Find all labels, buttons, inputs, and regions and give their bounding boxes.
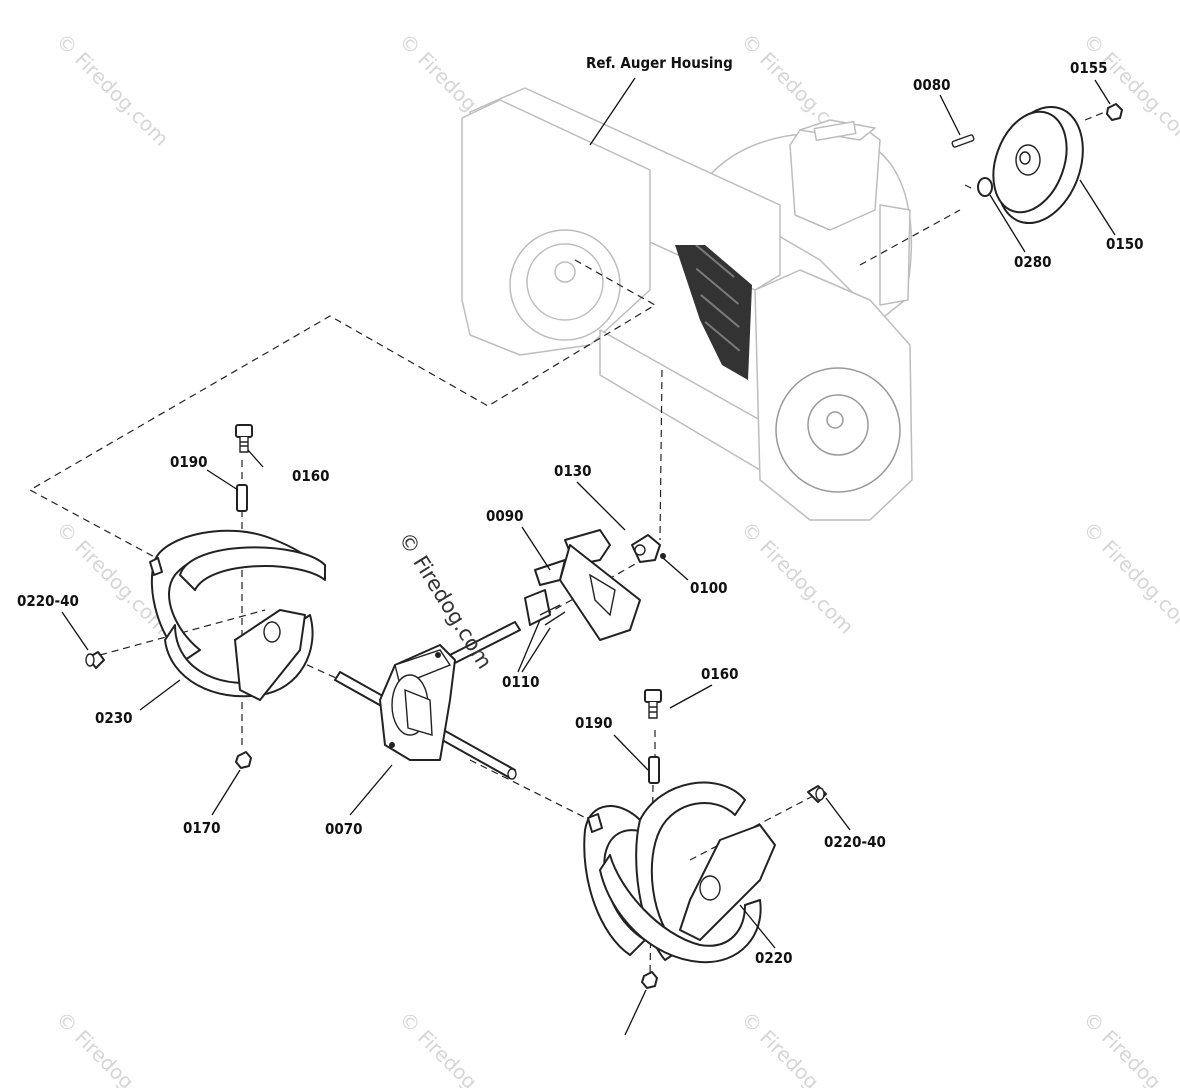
part-label-0160-upper: 0160 bbox=[292, 467, 330, 485]
part-label-0100: 0100 bbox=[690, 579, 728, 597]
hex-nut bbox=[641, 971, 658, 989]
left-auger bbox=[149, 529, 326, 701]
part-label-0155: 0155 bbox=[1070, 59, 1108, 77]
bearing-housing bbox=[524, 529, 666, 641]
part-label-0280: 0280 bbox=[1014, 253, 1052, 271]
hex-nut bbox=[235, 751, 252, 769]
part-label-0220-40-left: 0220-40 bbox=[17, 592, 79, 610]
grease-fitting bbox=[85, 651, 105, 669]
leader-lines bbox=[61, 77, 1116, 1036]
shear-bolt bbox=[644, 689, 662, 719]
key-pin bbox=[951, 134, 975, 148]
shear-bolt bbox=[235, 424, 253, 453]
part-label-0230: 0230 bbox=[95, 709, 133, 727]
watermark-tile: © Firedog.com bbox=[394, 1007, 516, 1088]
part-label-0160-lower: 0160 bbox=[701, 665, 739, 683]
part-label-0220-40-right: 0220-40 bbox=[824, 833, 886, 851]
roll-pin bbox=[236, 484, 248, 512]
part-label-0150: 0150 bbox=[1106, 235, 1144, 253]
part-label-0090: 0090 bbox=[486, 507, 524, 525]
watermark-tile: © Firedog.com bbox=[51, 1007, 173, 1088]
part-label-0170: 0170 bbox=[183, 819, 221, 837]
reference-label: Ref. Auger Housing bbox=[586, 54, 733, 72]
part-label-0190-lower: 0190 bbox=[575, 714, 613, 732]
part-label-0070: 0070 bbox=[325, 820, 363, 838]
watermark-tile: © Firedog.com bbox=[736, 517, 858, 639]
hex-nut bbox=[1106, 103, 1123, 121]
gearbox-assembly bbox=[334, 621, 521, 780]
pulley bbox=[992, 105, 1084, 225]
part-label-0130: 0130 bbox=[554, 462, 592, 480]
part-label-0080: 0080 bbox=[913, 76, 951, 94]
right-auger bbox=[583, 781, 776, 964]
watermark-tile: © Firedog.com bbox=[736, 1007, 858, 1088]
roll-pin bbox=[648, 756, 660, 784]
watermark-tile: © Firedog.com bbox=[1078, 29, 1180, 151]
grease-fitting bbox=[807, 785, 827, 803]
watermark-tile: © Firedog.com bbox=[51, 29, 173, 151]
part-label-0110: 0110 bbox=[502, 673, 540, 691]
part-label-0220: 0220 bbox=[755, 949, 793, 967]
spacer-washer bbox=[977, 177, 993, 197]
watermark-tile: © Firedog.com bbox=[1078, 1007, 1180, 1088]
watermark-tile: © Firedog.com bbox=[1078, 517, 1180, 639]
auger-housing-ref bbox=[461, 87, 913, 521]
part-callouts: 0080 0155 0150 0280 0190 0160 0220-40 02… bbox=[17, 59, 1144, 967]
part-label-0190-upper: 0190 bbox=[170, 453, 208, 471]
